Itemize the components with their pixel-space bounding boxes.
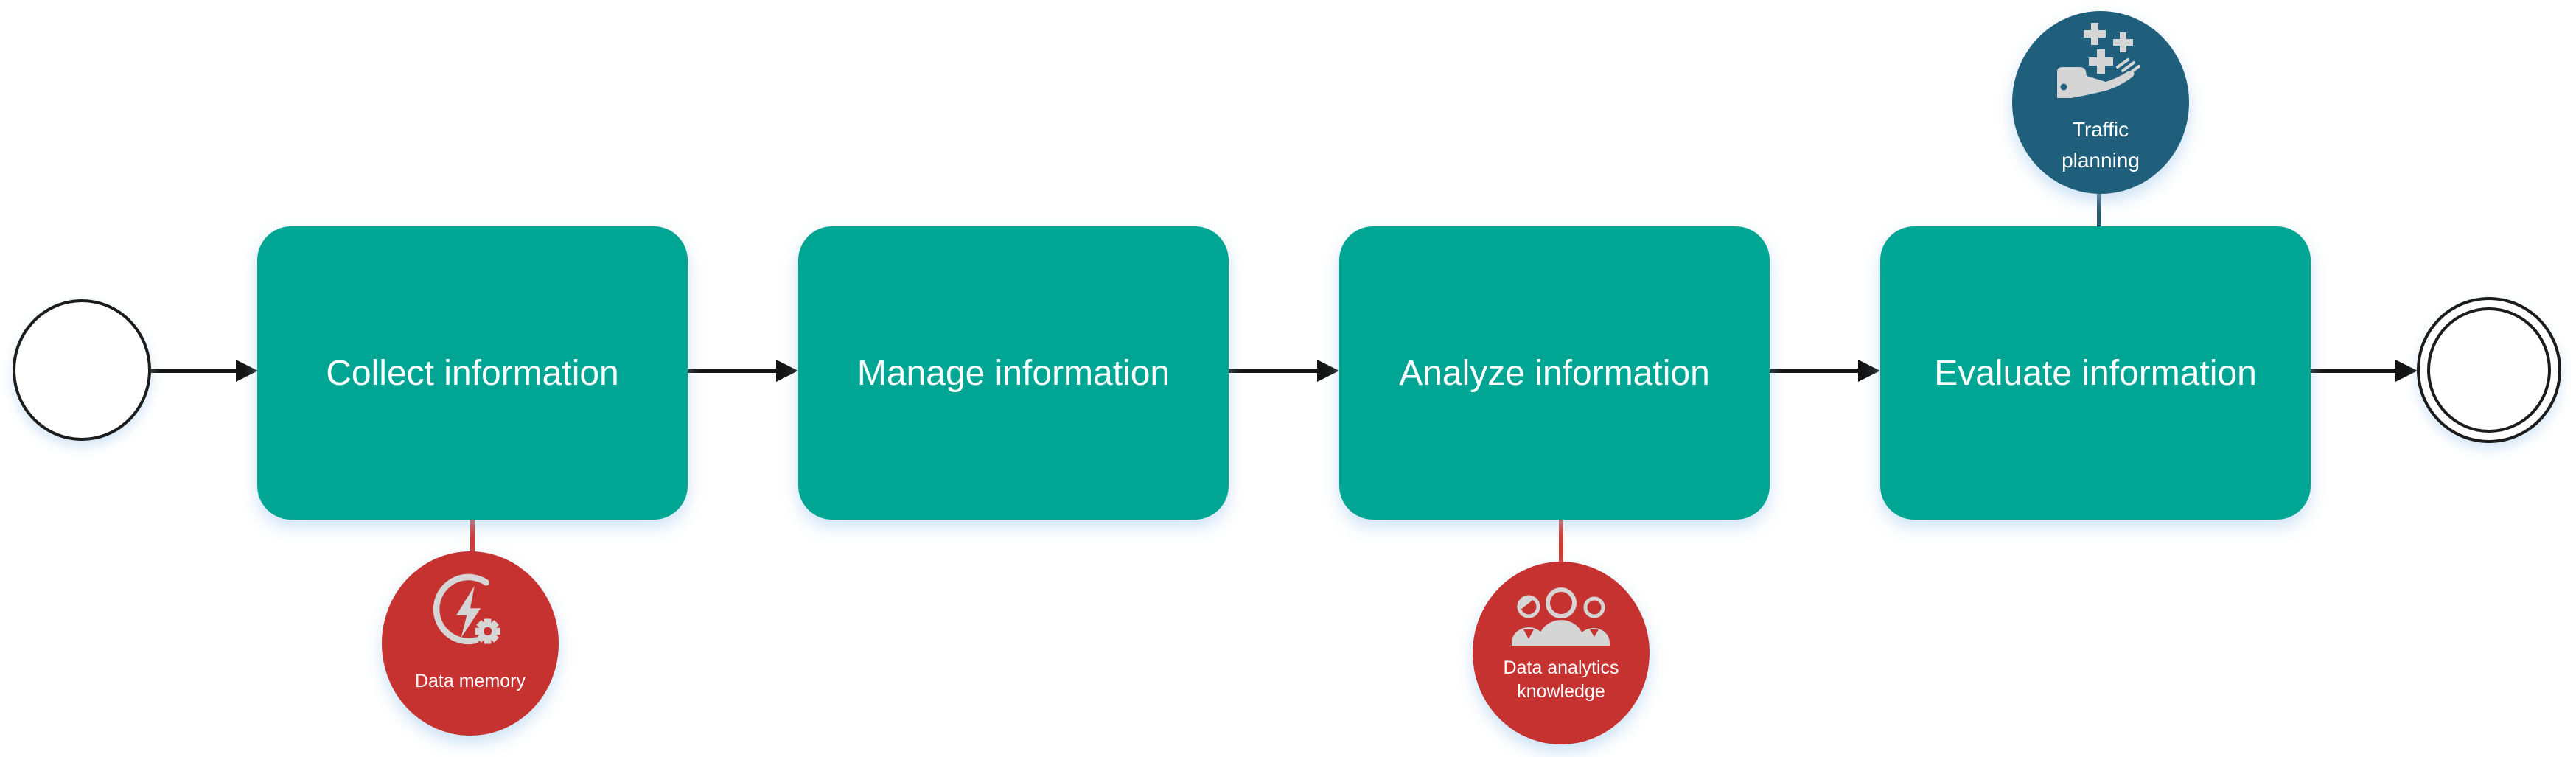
flow-arrow-head (1317, 360, 1339, 382)
start-event[interactable] (13, 299, 151, 441)
badge-data-memory[interactable]: Data memory (382, 551, 559, 736)
task-label: Evaluate information (1934, 353, 2257, 393)
end-event[interactable] (2417, 297, 2561, 443)
flow-arrow-shaft (2311, 369, 2398, 373)
badge-traffic-planning[interactable]: Traffic planning (2012, 11, 2189, 194)
flow-arrow-shaft (151, 369, 238, 373)
task-label: Collect information (326, 353, 619, 393)
task-collect-information[interactable]: Collect information (257, 226, 688, 520)
badge-label-line: Data analytics (1503, 657, 1619, 678)
badge-label: Data analytics knowledge (1473, 656, 1650, 703)
badge-label-line: knowledge (1517, 681, 1605, 702)
badge-label: Traffic planning (2012, 114, 2189, 176)
gear-icon (475, 618, 500, 644)
flow-arrow-shaft (688, 369, 778, 373)
badge-label: Data memory (382, 669, 559, 693)
power-gear-icon (433, 573, 500, 645)
task-analyze-information[interactable]: Analyze information (1339, 226, 1770, 520)
association-connector-traffic-planning (2097, 186, 2101, 234)
team-icon (1512, 587, 1610, 646)
task-label: Manage information (856, 353, 1170, 393)
hand-shape (2057, 67, 2135, 98)
flow-arrow-shaft (1770, 369, 1860, 373)
sparkle-icon (2084, 23, 2133, 74)
association-connector-data-analytics (1559, 516, 1563, 566)
association-connector-data-memory (470, 516, 475, 559)
flow-arrow-shaft (1229, 369, 1319, 373)
flow-arrow-head (2395, 360, 2418, 382)
hand-sparkles-icon (2057, 23, 2140, 98)
task-evaluate-information[interactable]: Evaluate information (1880, 226, 2311, 520)
flow-arrow-head (776, 360, 798, 382)
badge-label-line: Data memory (414, 671, 526, 691)
badge-data-analytics-knowledge[interactable]: Data analytics knowledge (1473, 562, 1650, 744)
flow-arrow-head (1858, 360, 1880, 382)
flow-arrow-head (236, 360, 258, 382)
task-label: Analyze information (1399, 353, 1710, 393)
end-event-inner-ring (2427, 307, 2551, 433)
badge-label-line: planning (2062, 149, 2140, 172)
badge-label-line: Traffic (2072, 118, 2129, 141)
task-manage-information[interactable]: Manage information (798, 226, 1229, 520)
